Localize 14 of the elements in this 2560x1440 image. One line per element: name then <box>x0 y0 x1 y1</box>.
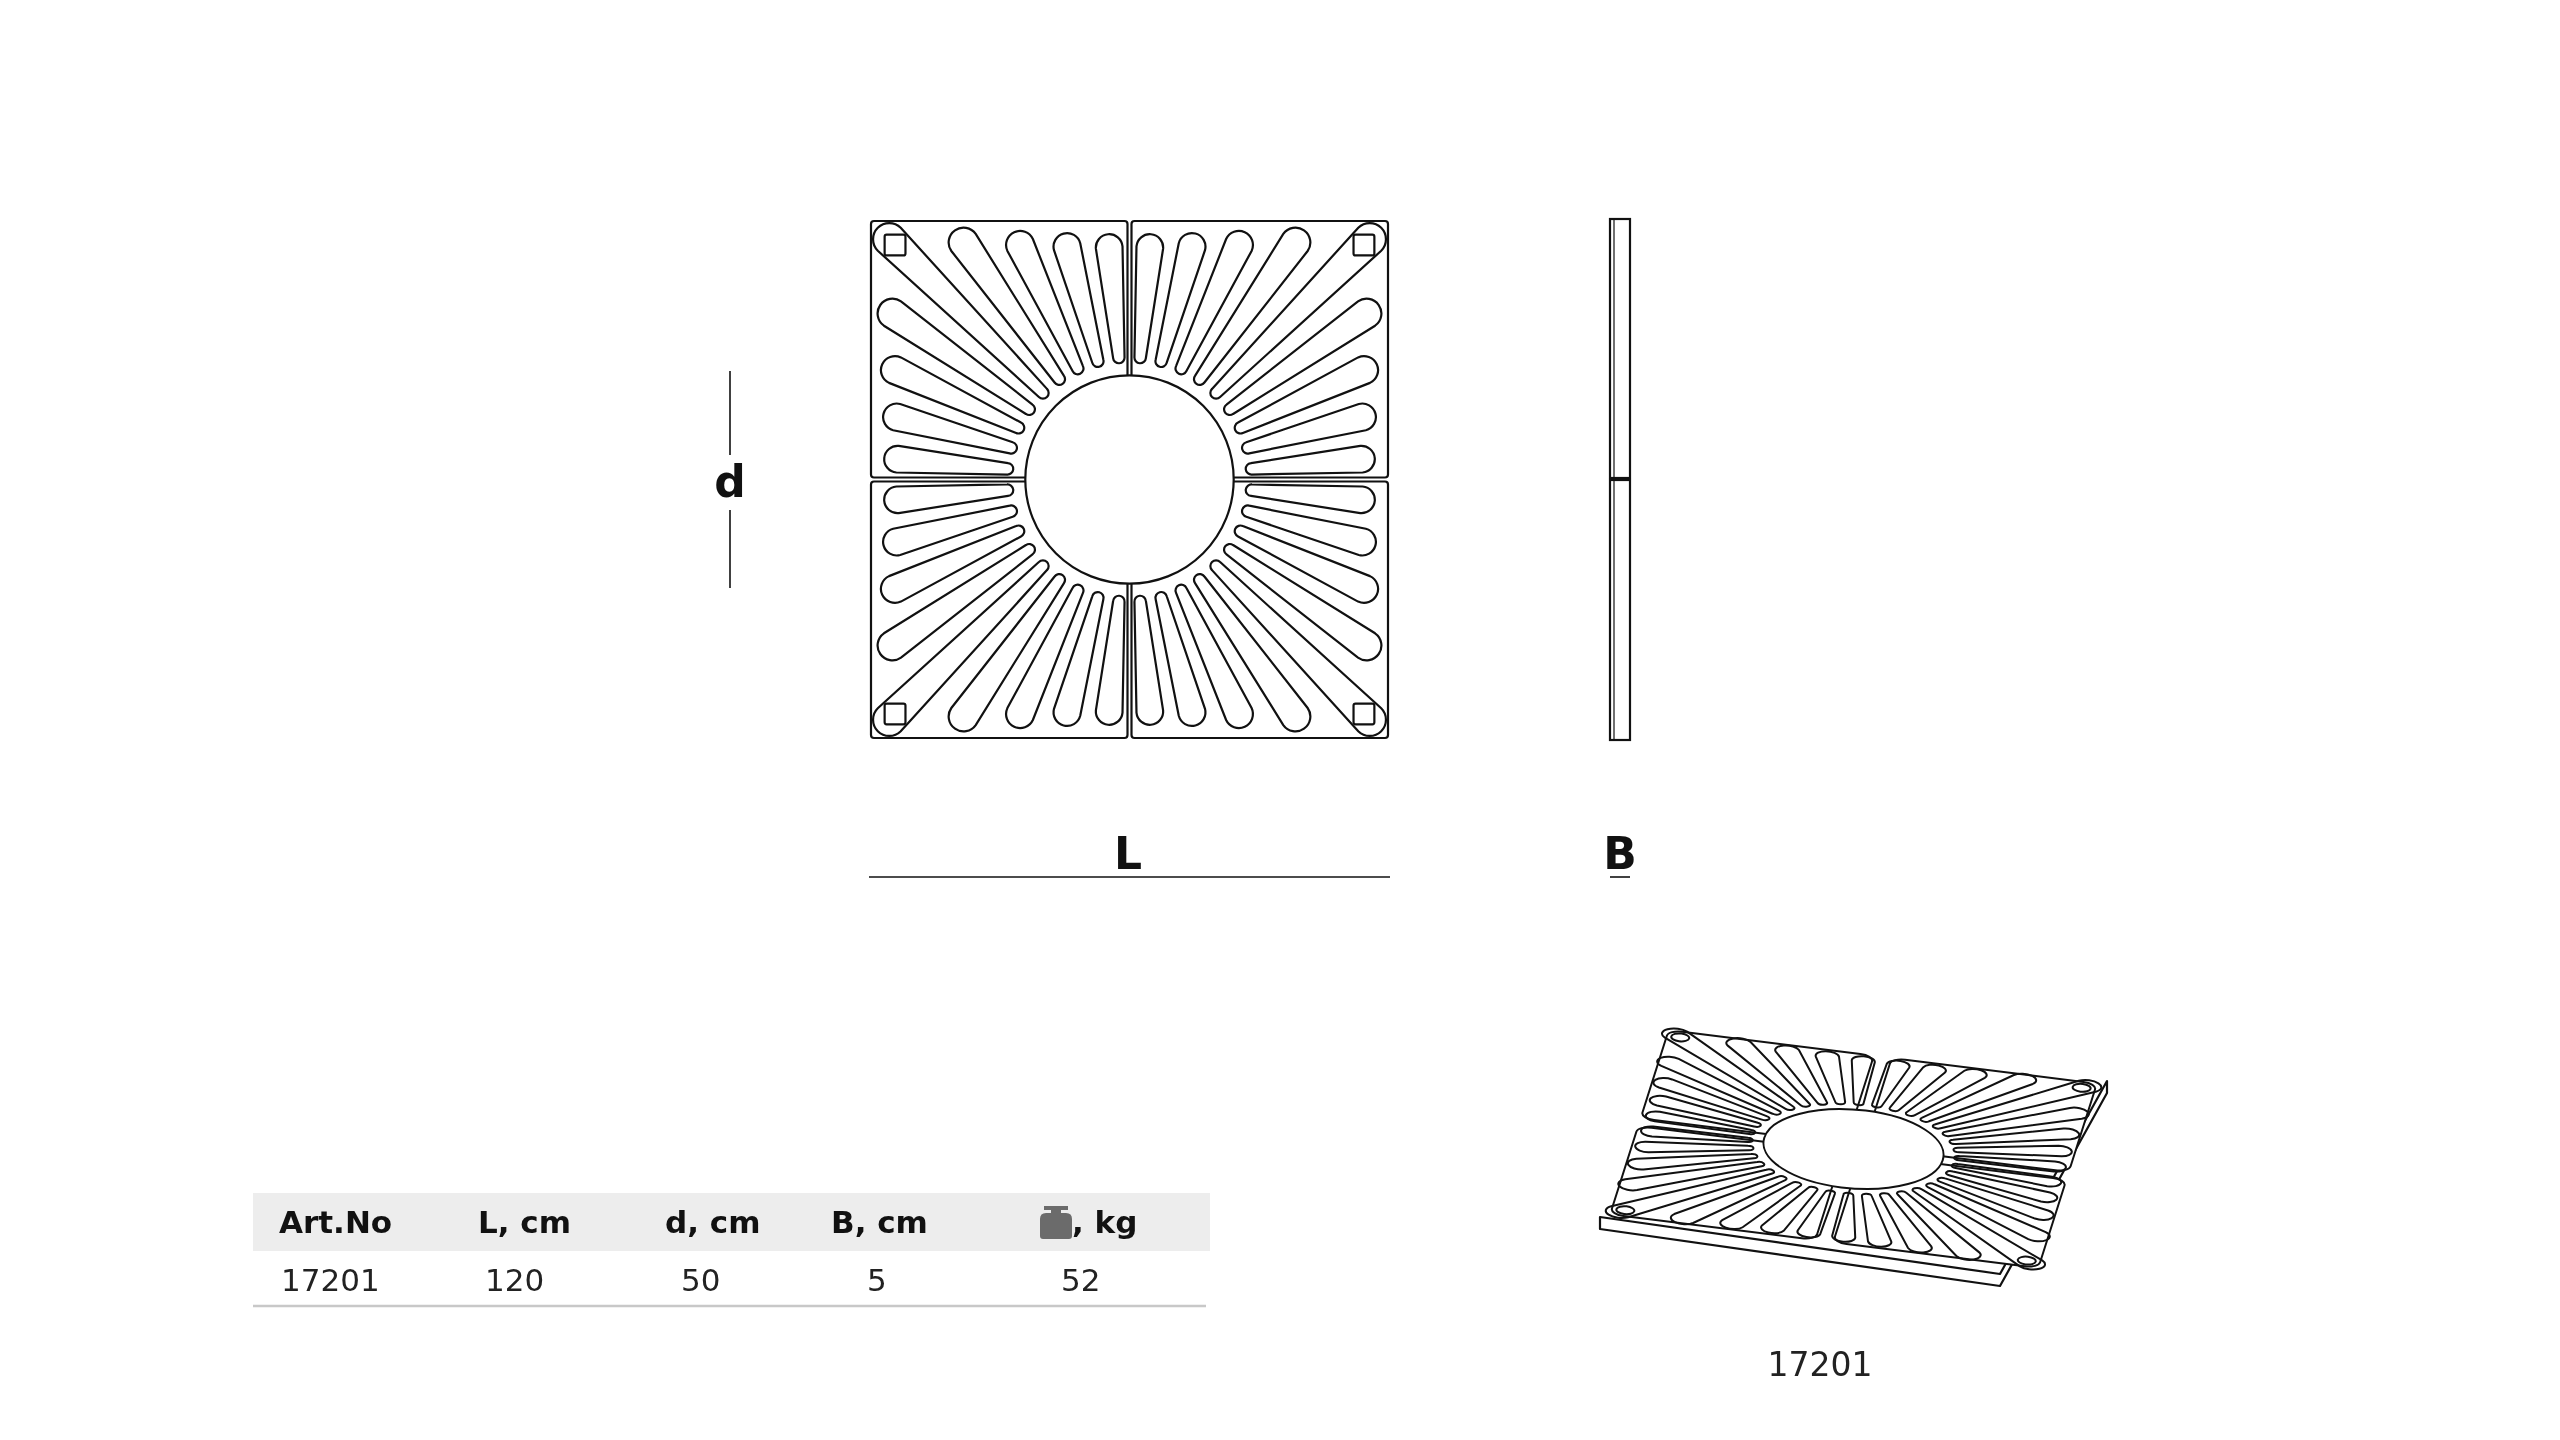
article-number-caption: 17201 <box>1767 1347 1873 1381</box>
column-header: B, cm <box>831 1206 928 1238</box>
dimension-label: L <box>1113 832 1142 876</box>
table-value: 50 <box>681 1264 721 1296</box>
dimension-label: B <box>1603 832 1637 876</box>
table-value: 5 <box>867 1264 887 1296</box>
table-value: 17201 <box>281 1264 380 1296</box>
column-header: d, cm <box>665 1206 761 1238</box>
column-header: L, cm <box>478 1206 571 1238</box>
column-header: Art.No <box>279 1206 393 1238</box>
table-value: 52 <box>1061 1264 1101 1296</box>
table-value: 120 <box>485 1264 545 1296</box>
column-header: , kg <box>1072 1206 1138 1238</box>
dimension-label: d <box>714 460 746 504</box>
